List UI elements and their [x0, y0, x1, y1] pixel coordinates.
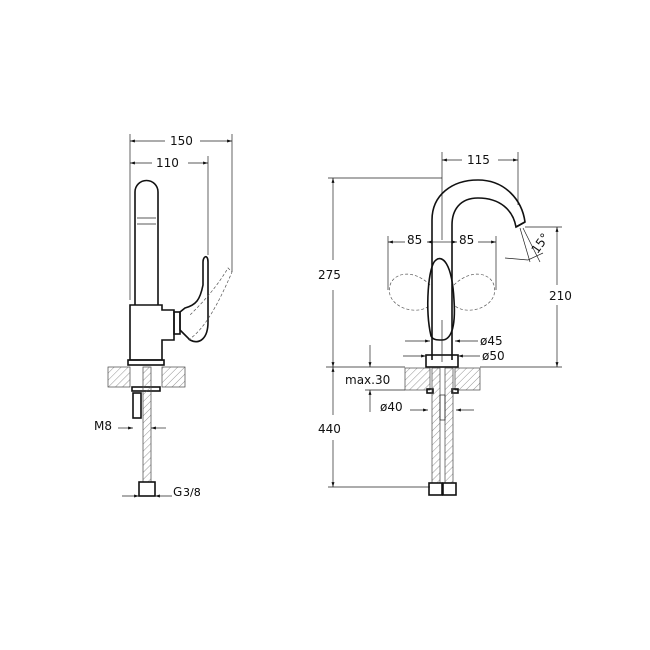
countertop-section: [161, 366, 186, 388]
dimension-label-right: 85: [459, 233, 474, 247]
thread-callout: M8: [94, 419, 166, 433]
dimension-label: 150: [170, 134, 193, 148]
dimension-label: 115: [467, 153, 490, 167]
faucet-front-body: [389, 179, 526, 368]
counter-thickness-callout: max.30: [345, 345, 405, 412]
supply-hose-left: [431, 367, 441, 484]
counter-thickness-label: max.30: [345, 373, 390, 387]
mounting-stud: [132, 392, 142, 419]
dimension-440: 440: [318, 367, 430, 488]
dimension-275: 275: [318, 177, 442, 367]
countertop-section: [404, 367, 431, 391]
connection-fraction: 3/8: [183, 486, 201, 499]
thread-label: M8: [94, 419, 112, 433]
hose-nut-left: [428, 482, 443, 496]
dimension-label: 440: [318, 422, 341, 436]
dimension-label: 110: [156, 156, 179, 170]
dimension-label: 210: [549, 289, 572, 303]
side-view: 150 110 M8: [94, 134, 233, 499]
hole-diameter-label: ø40: [380, 400, 403, 414]
hose-nut-right: [442, 482, 457, 496]
mounting-stud: [439, 394, 446, 421]
front-view: 115 85 85 15°: [318, 152, 572, 496]
hose-nut: [138, 481, 156, 497]
faucet-side-body: [127, 179, 233, 366]
dimension-label-left: 85: [407, 233, 422, 247]
dimension-150: 150: [129, 134, 233, 300]
dimension-110: 110: [130, 156, 209, 255]
supply-hose: [142, 366, 152, 483]
hole-diameter-callout: ø40: [380, 400, 474, 414]
supply-hose-right: [444, 367, 454, 484]
angle-callout: 15°: [504, 227, 552, 263]
dimension-115: 115: [441, 152, 519, 240]
dimension-210: 210: [480, 226, 572, 368]
connection-callout: G 3/8: [122, 485, 201, 499]
diameter-callouts: ø45 ø50: [403, 334, 505, 363]
diameter-upper-label: ø45: [480, 334, 503, 348]
connection-label: G: [173, 485, 182, 499]
countertop-section: [454, 367, 481, 391]
diameter-base-label: ø50: [482, 349, 505, 363]
dimension-label: 275: [318, 268, 341, 282]
dimension-lever-swing: 85 85: [387, 233, 497, 290]
angle-label: 15°: [528, 231, 552, 256]
countertop-section: [107, 366, 131, 388]
